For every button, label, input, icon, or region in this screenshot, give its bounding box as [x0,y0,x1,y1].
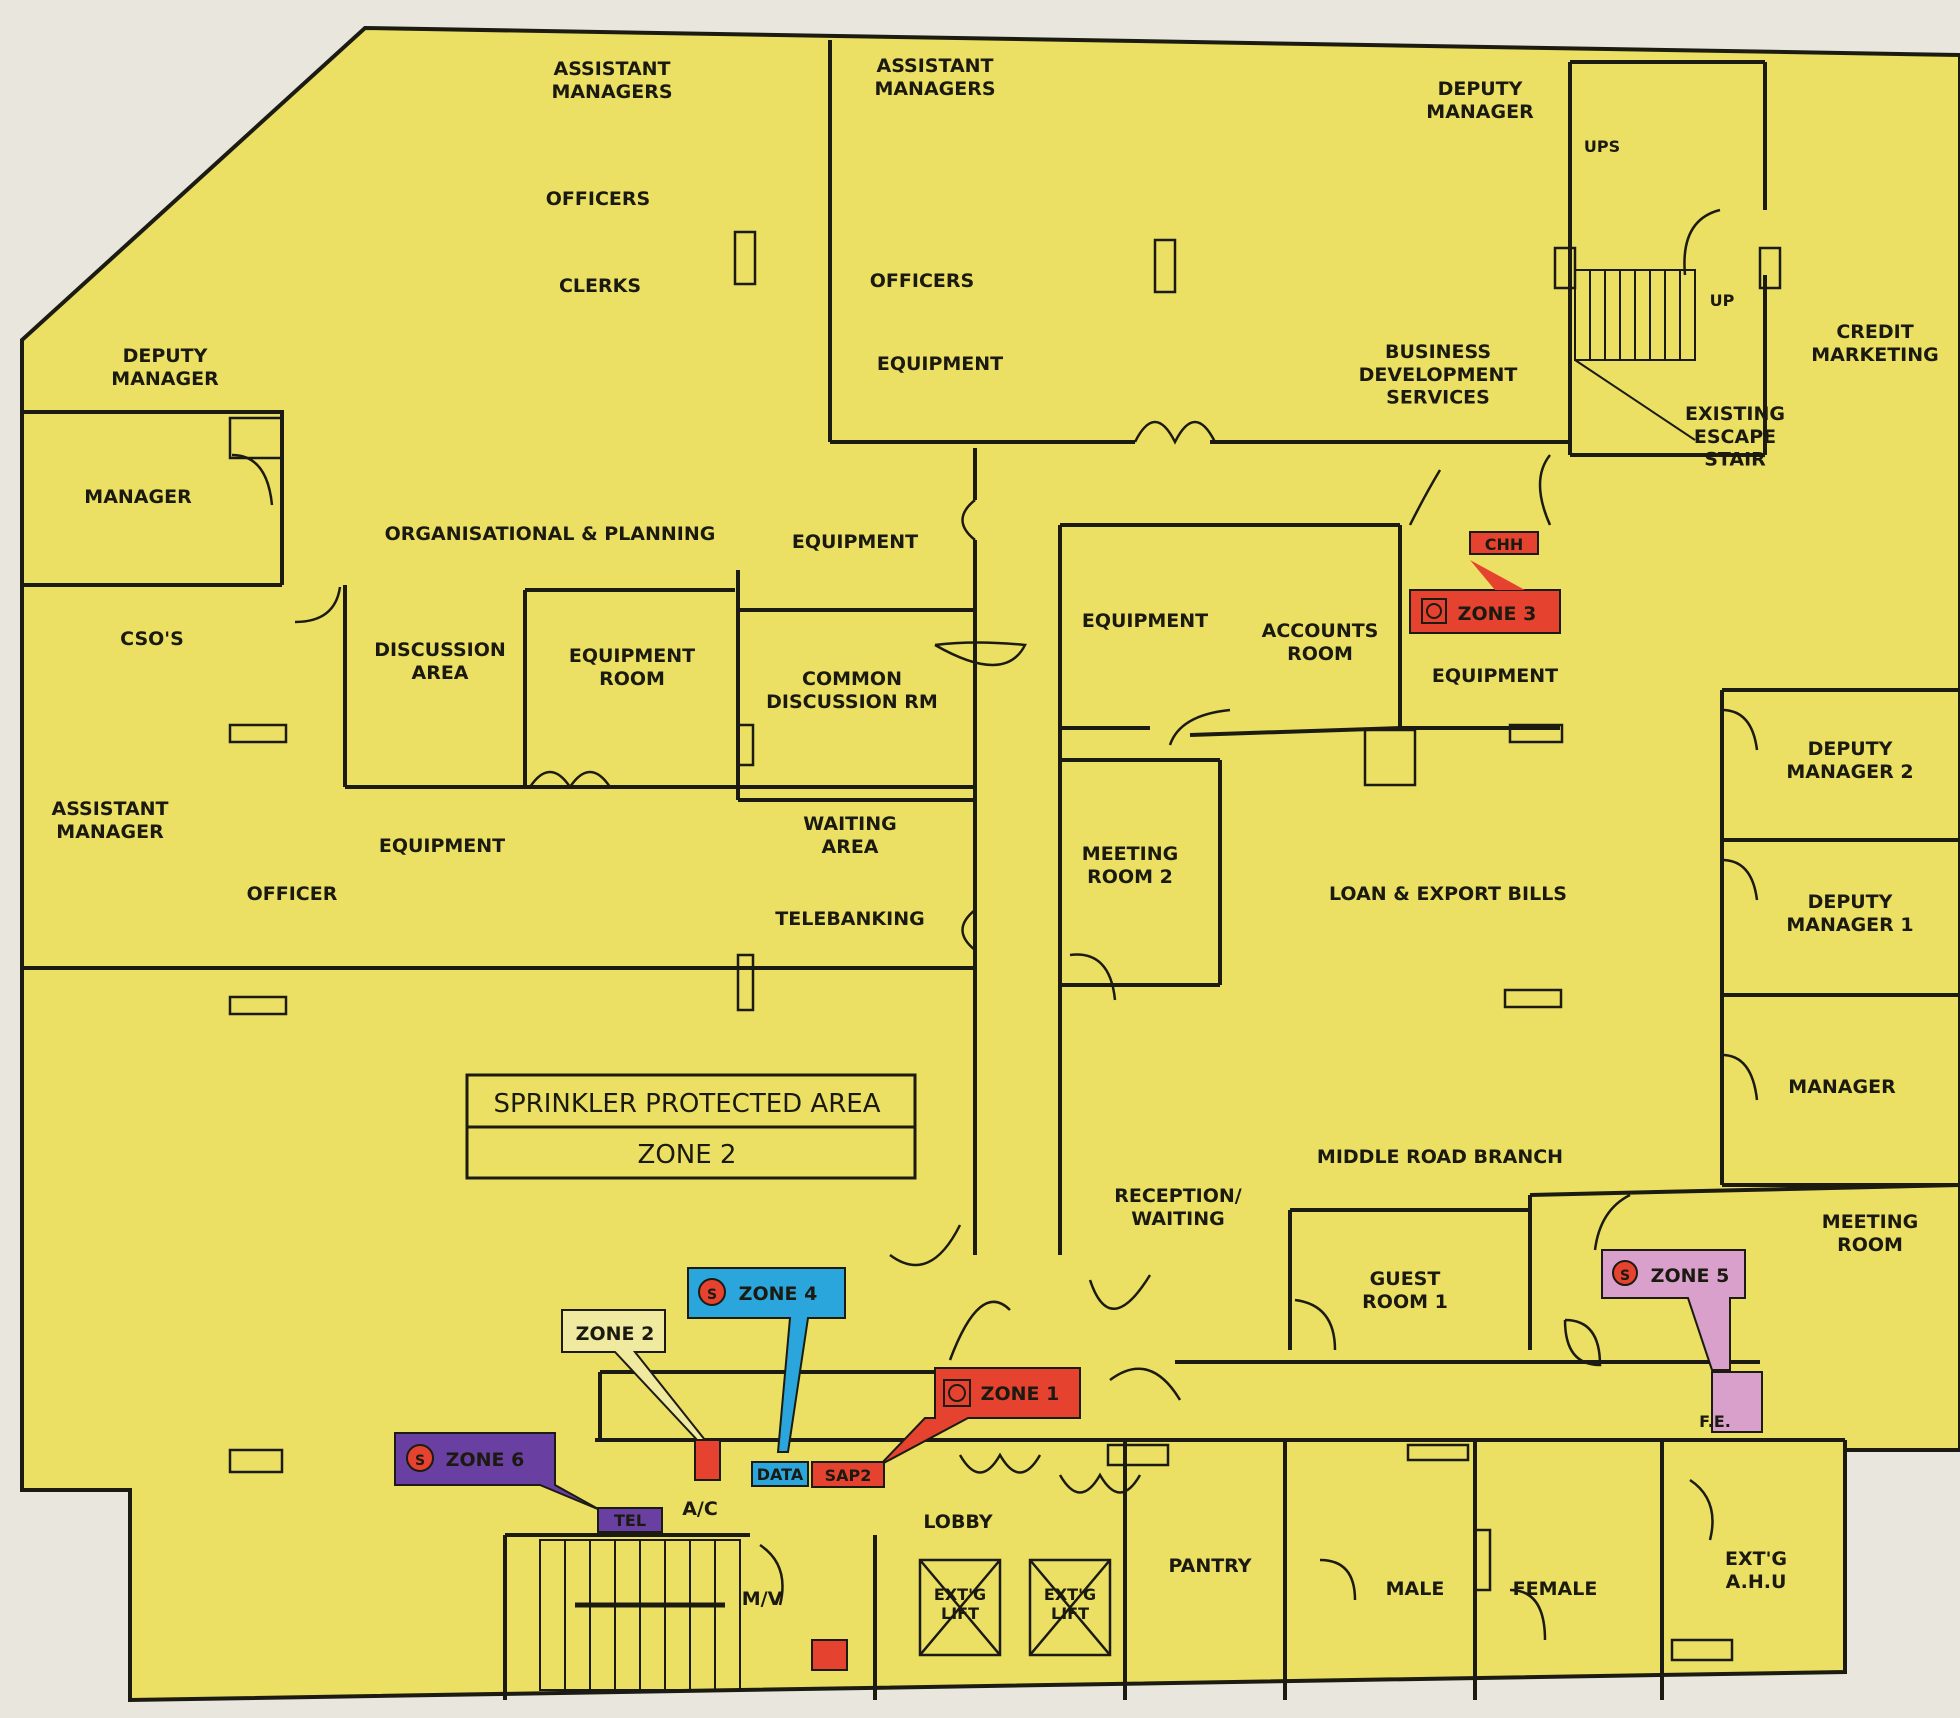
label-sap: SAP2 [825,1466,872,1485]
sprinkler-legend: SPRINKLER PROTECTED AREA ZONE 2 [465,1073,917,1180]
label-female: FEMALE [1513,1578,1598,1600]
zone-5-symbol: S [1620,1268,1630,1284]
label-reception: RECEPTION/WAITING [1114,1185,1242,1230]
zone-4-callout: S ZONE 4 DATA [687,1267,846,1487]
label-equipment-w: EQUIPMENT [379,835,505,857]
zone-6-label: ZONE 6 [446,1449,525,1471]
zone-6-symbol: S [415,1453,425,1469]
lifts [918,1558,1112,1657]
label-officers-1: OFFICERS [546,188,650,210]
zone-4-symbol: S [707,1287,717,1303]
door-swings [231,208,1759,1641]
fixtures [228,230,1782,1662]
label-officers-2: OFFICERS [870,270,974,292]
label-equipment-corridor: EQUIPMENT [792,531,918,553]
zone-2-label: ZONE 2 [576,1323,655,1345]
label-pantry: PANTRY [1168,1555,1251,1577]
walls [22,40,1960,1700]
sprinkler-title: SPRINKLER PROTECTED AREA [494,1089,881,1119]
label-equipment-top: EQUIPMENT [877,353,1003,375]
label-ups: UPS [1584,137,1620,156]
floor-area [20,25,1960,1703]
label-equipment-center: EQUIPMENT [1082,610,1208,632]
label-officer: OFFICER [247,883,338,905]
label-clerks: CLERKS [559,275,641,297]
escape-stair [1574,269,1696,441]
label-manager-e: MANAGER [1788,1076,1896,1098]
zone-5-label: ZONE 5 [1651,1265,1730,1287]
label-fe: F.E. [1699,1412,1731,1431]
label-middle-road: MIDDLE ROAD BRANCH [1317,1146,1563,1168]
label-up: UP [1710,291,1735,310]
main-stair [539,1539,741,1691]
label-lobby: LOBBY [923,1511,993,1533]
zone-3-label: ZONE 3 [1458,603,1537,625]
label-org-planning: ORGANISATIONAL & PLANNING [385,523,716,545]
zone-3-callout: ZONE 3 CHH [1409,531,1561,634]
zone-1-callout: ZONE 1 SAP2 [811,1367,1081,1671]
label-mv: M/V [742,1588,783,1610]
zone-1-label: ZONE 1 [981,1383,1060,1405]
label-csos: CSO'S [120,628,184,650]
zone-5-callout: S ZONE 5 F.E. [1601,1249,1763,1433]
label-tel: TEL [614,1511,646,1530]
sprinkler-zone: ZONE 2 [638,1140,737,1170]
label-chh: CHH [1485,535,1524,554]
label-equipment-east: EQUIPMENT [1432,665,1558,687]
zone-4-label: ZONE 4 [739,1283,818,1305]
label-loan-export: LOAN & EXPORT BILLS [1329,883,1567,905]
label-male: MALE [1386,1578,1445,1600]
label-ac: A/C [682,1498,718,1520]
label-telebanking: TELEBANKING [775,908,924,930]
label-data: DATA [757,1465,804,1484]
label-manager-w: MANAGER [84,486,192,508]
zone-2-callout: ZONE 2 [561,1309,721,1481]
zone-6-callout: S ZONE 6 TEL [394,1432,663,1533]
